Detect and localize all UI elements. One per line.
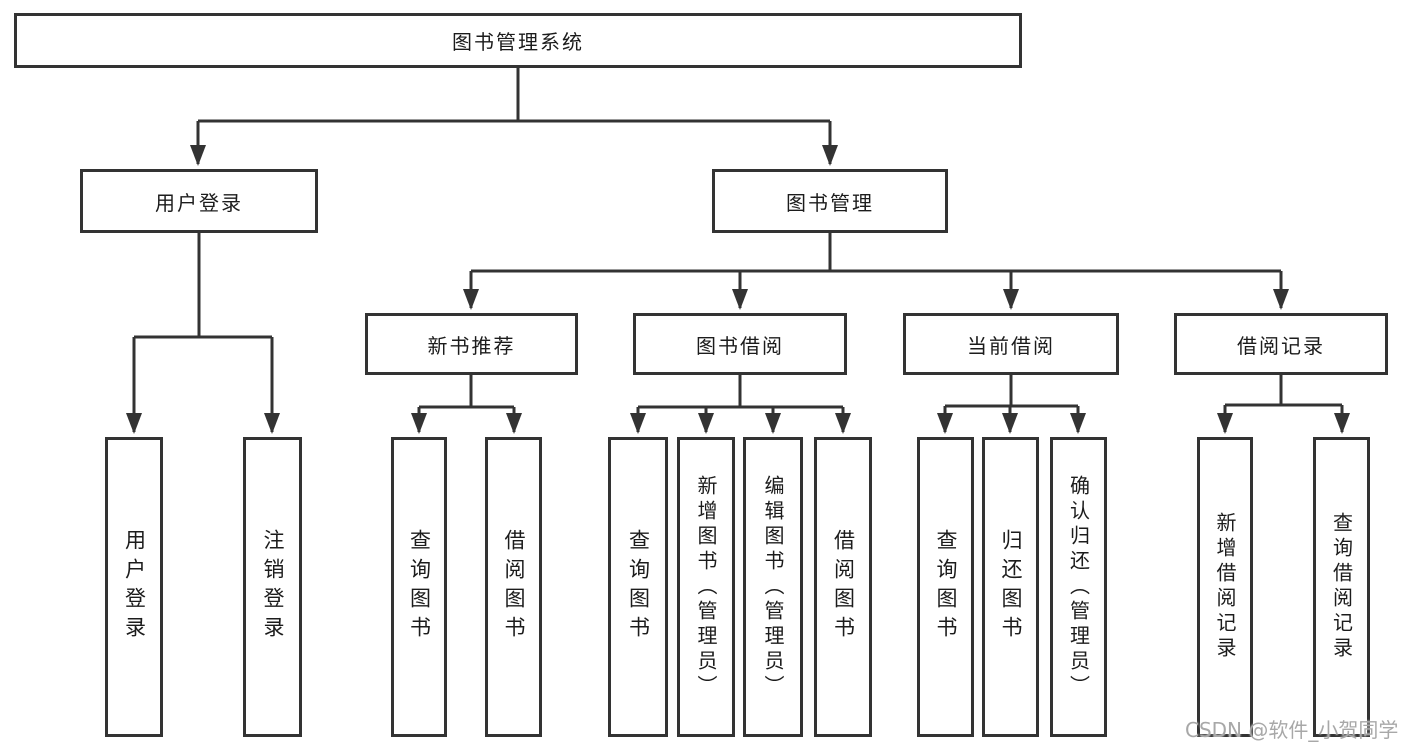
connector-user-login-branch <box>126 233 280 434</box>
leaf-borrow-books-recommend: 借阅图书 <box>485 437 542 737</box>
leaf-logout: 注销登录 <box>243 437 302 737</box>
connector-book-management-branch <box>463 233 1289 310</box>
leaf-query-books-borrow-label: 查询图书 <box>626 529 651 645</box>
leaf-edit-books-admin-label: 编辑图书（管理员） <box>761 474 785 700</box>
node-current-borrow-label: 当前借阅 <box>967 333 1055 358</box>
node-root-book-management-system: 图书管理系统 <box>14 13 1022 68</box>
leaf-borrow-books-recommend-label: 借阅图书 <box>502 529 526 645</box>
node-book-borrow-label: 图书借阅 <box>696 333 784 358</box>
node-root-label: 图书管理系统 <box>452 30 584 54</box>
connector-new-book-recommend-branch <box>411 375 522 434</box>
leaf-query-borrow-record-label: 查询借阅记录 <box>1329 512 1354 662</box>
node-user-login-label: 用户登录 <box>155 190 243 215</box>
leaf-return-books: 归还图书 <box>982 437 1039 737</box>
leaf-user-login: 用户登录 <box>105 437 163 737</box>
node-book-management: 图书管理 <box>712 169 948 233</box>
csdn-watermark: CSDN @软件_小贺同学 <box>1185 718 1399 742</box>
leaf-confirm-return-admin: 确认归还（管理员） <box>1050 437 1107 737</box>
leaf-add-borrow-record: 新增借阅记录 <box>1197 437 1253 737</box>
leaf-query-books-recommend: 查询图书 <box>391 437 447 737</box>
node-new-book-recommend-label: 新书推荐 <box>427 333 516 358</box>
connector-root-branch <box>190 68 838 166</box>
connector-borrow-records-branch <box>1217 375 1350 434</box>
node-current-borrow: 当前借阅 <box>903 313 1119 375</box>
node-book-borrow: 图书借阅 <box>633 313 847 375</box>
leaf-query-books-current: 查询图书 <box>917 437 974 737</box>
connector-current-borrow-branch <box>937 375 1086 434</box>
leaf-return-books-label: 归还图书 <box>999 529 1023 645</box>
leaf-query-books-recommend-label: 查询图书 <box>407 529 432 645</box>
leaf-query-books-borrow: 查询图书 <box>608 437 668 737</box>
leaf-confirm-return-admin-label: 确认归还（管理员） <box>1066 474 1091 700</box>
leaf-add-books-admin: 新增图书（管理员） <box>677 437 735 737</box>
connector-book-borrow-branch <box>630 375 851 434</box>
leaf-borrow-books: 借阅图书 <box>814 437 872 737</box>
node-book-management-label: 图书管理 <box>786 190 874 215</box>
leaf-user-login-label: 用户登录 <box>122 529 147 645</box>
node-new-book-recommend: 新书推荐 <box>365 313 578 375</box>
leaf-query-books-current-label: 查询图书 <box>934 529 958 645</box>
node-borrow-records: 借阅记录 <box>1174 313 1388 375</box>
leaf-edit-books-admin: 编辑图书（管理员） <box>743 437 803 737</box>
node-borrow-records-label: 借阅记录 <box>1237 333 1325 358</box>
leaf-logout-label: 注销登录 <box>261 529 285 645</box>
leaf-add-borrow-record-label: 新增借阅记录 <box>1213 512 1237 662</box>
leaf-query-borrow-record: 查询借阅记录 <box>1313 437 1370 737</box>
leaf-borrow-books-label: 借阅图书 <box>831 529 856 645</box>
node-user-login: 用户登录 <box>80 169 318 233</box>
leaf-add-books-admin-label: 新增图书（管理员） <box>694 474 718 700</box>
